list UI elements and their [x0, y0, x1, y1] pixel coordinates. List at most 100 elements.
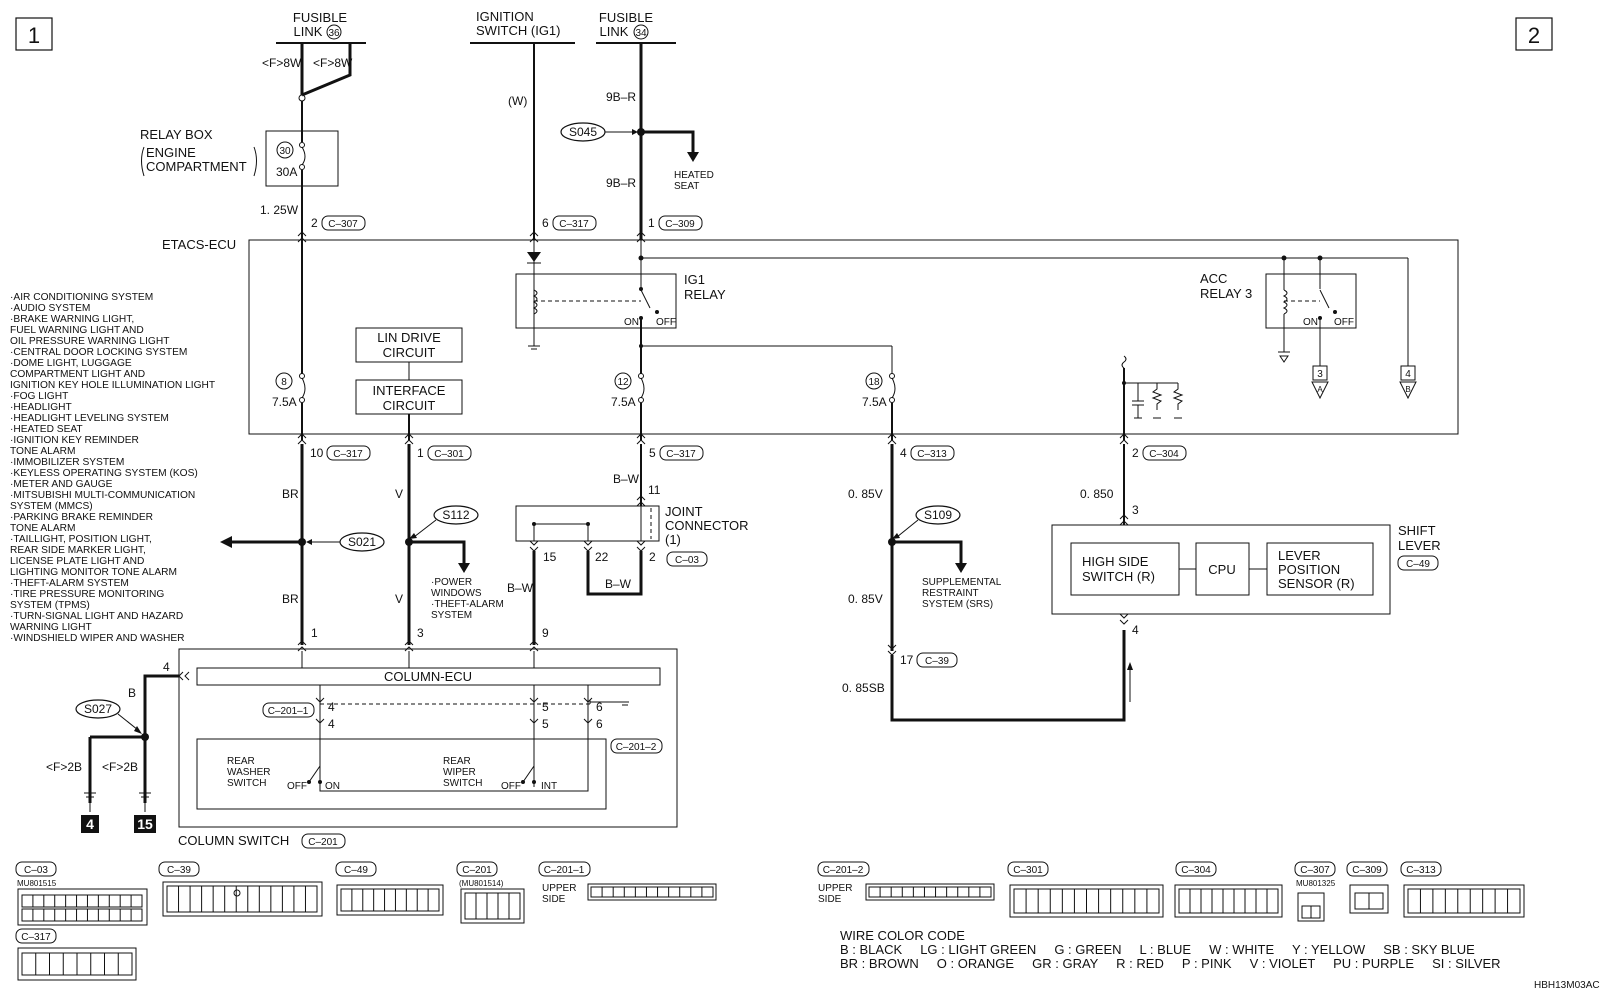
svg-text:SIDE: SIDE — [542, 894, 566, 905]
system-item: LICENSE PLATE LIGHT AND — [10, 556, 144, 567]
svg-text:1: 1 — [28, 23, 40, 48]
legend-c301: C–301 — [1007, 861, 1164, 918]
svg-text:18: 18 — [868, 377, 880, 388]
svg-text:C–317: C–317 — [559, 219, 589, 230]
svg-text:2: 2 — [1528, 23, 1540, 48]
lin-drive-circuit: LIN DRIVE CIRCUIT — [355, 327, 463, 363]
system-item: ·METER AND GAUGE — [10, 479, 113, 490]
svg-text:A: A — [1317, 385, 1323, 394]
svg-text:22: 22 — [595, 550, 609, 564]
svg-text:LINK: LINK — [294, 24, 323, 39]
connector-c201-label: C–201 — [301, 833, 346, 849]
rear-switch-assembly: REAR WASHER SWITCH OFF ON REAR WIPER SWI… — [196, 738, 607, 810]
connector-c304: C–304 — [1142, 445, 1187, 461]
svg-text:9B–R: 9B–R — [606, 176, 636, 190]
svg-text:BR: BR — [282, 487, 299, 501]
svg-text:(MU801514): (MU801514) — [459, 879, 504, 888]
relay-box: RELAY BOX ENGINE COMPARTMENT 30 30A — [140, 127, 339, 187]
svg-text:30: 30 — [279, 146, 291, 157]
connector-c39: C–39 — [916, 652, 958, 668]
connector-c03: C–03 — [666, 551, 708, 567]
connector-c317-b: C–317 — [659, 445, 704, 461]
svg-text:4: 4 — [86, 816, 94, 832]
svg-text:WIPER: WIPER — [443, 767, 476, 778]
svg-text:ON: ON — [325, 781, 340, 792]
svg-text:C–49: C–49 — [344, 865, 368, 876]
svg-text:(1): (1) — [665, 532, 681, 547]
column-ecu: COLUMN-ECU — [196, 667, 661, 686]
svg-text:S021: S021 — [348, 535, 376, 549]
svg-text:LEVER: LEVER — [1278, 548, 1321, 563]
svg-text:34: 34 — [635, 28, 647, 39]
svg-text:0. 85V: 0. 85V — [848, 592, 883, 606]
svg-text:REAR: REAR — [443, 756, 471, 767]
svg-text:<F>2B: <F>2B — [102, 760, 138, 774]
svg-text:C–307: C–307 — [1300, 865, 1330, 876]
svg-text:1: 1 — [311, 626, 318, 640]
jump-4-b: 4 B — [1399, 365, 1417, 400]
svg-text:V: V — [395, 487, 403, 501]
svg-text:0. 85SB: 0. 85SB — [842, 681, 885, 695]
svg-text:4: 4 — [900, 446, 907, 460]
svg-text:SUPPLEMENTAL: SUPPLEMENTAL — [922, 577, 1002, 588]
svg-text:ENGINE: ENGINE — [146, 145, 196, 160]
svg-text:7.5A: 7.5A — [862, 395, 887, 409]
acc-relay-3: ACC RELAY 3 ON OFF — [1200, 255, 1357, 366]
system-item: OIL PRESSURE WARNING LIGHT — [10, 336, 169, 347]
svg-text:15: 15 — [137, 816, 153, 832]
svg-text:C–301: C–301 — [1013, 865, 1043, 876]
system-item: COMPARTMENT LIGHT AND — [10, 369, 145, 380]
svg-text:WINDOWS: WINDOWS — [431, 588, 482, 599]
svg-text:5: 5 — [649, 446, 656, 460]
system-item: ·CENTRAL DOOR LOCKING SYSTEM — [10, 347, 187, 358]
svg-text:INTERFACE: INTERFACE — [373, 383, 446, 398]
svg-text:C–201–1: C–201–1 — [268, 706, 309, 717]
svg-text:C–201: C–201 — [462, 865, 492, 876]
connector-c313: C–313 — [910, 445, 955, 461]
svg-text:C–201–2: C–201–2 — [823, 865, 864, 876]
svg-text:HEATED: HEATED — [674, 170, 714, 181]
fusible-link-36: FUSIBLE LINK 36 — [276, 10, 366, 44]
svg-text:B–W: B–W — [613, 472, 640, 486]
connector-c317-top: C–317 — [552, 215, 597, 231]
svg-text:4: 4 — [163, 660, 170, 674]
system-item: ·FOG LIGHT — [10, 391, 68, 402]
svg-text:B: B — [128, 686, 136, 700]
svg-text:ON: ON — [624, 317, 639, 328]
svg-text:RELAY 3: RELAY 3 — [1200, 286, 1252, 301]
splice-s021: S021 — [306, 532, 385, 552]
svg-text:SWITCH: SWITCH — [443, 778, 482, 789]
svg-text:IGNITION: IGNITION — [476, 9, 534, 24]
system-item: ·AUDIO SYSTEM — [10, 303, 90, 314]
svg-text:SEAT: SEAT — [674, 181, 699, 192]
svg-text:ETACS-ECU: ETACS-ECU — [162, 237, 236, 252]
svg-text:4: 4 — [1405, 369, 1411, 380]
system-item: ·DOME LIGHT, LUGGAGE — [10, 358, 132, 369]
svg-text:8: 8 — [281, 377, 287, 388]
svg-text:SWITCH (IG1): SWITCH (IG1) — [476, 23, 561, 38]
svg-text:B: B — [1405, 385, 1410, 394]
svg-text:S045: S045 — [569, 125, 597, 139]
legend-c03: C–03 MU801515 — [15, 861, 148, 926]
svg-text:C–309: C–309 — [1352, 865, 1382, 876]
svg-text:15: 15 — [543, 550, 557, 564]
legend-c49: C–49 — [335, 861, 444, 916]
connector-c49: C–49 — [1397, 555, 1439, 571]
svg-text:C–309: C–309 — [665, 219, 695, 230]
svg-text:OFF: OFF — [287, 781, 307, 792]
legend-c201-1: C–201–1 UPPER SIDE — [538, 861, 717, 905]
svg-text:SENSOR (R): SENSOR (R) — [1278, 576, 1355, 591]
splice-s112: S112 — [409, 505, 479, 539]
svg-text:(W): (W) — [508, 94, 527, 108]
svg-text:C–201: C–201 — [308, 837, 338, 848]
legend-c39: C–39 — [158, 861, 323, 917]
svg-text:C–39: C–39 — [925, 656, 949, 667]
legend-c307: C–307 MU801325 — [1294, 861, 1336, 922]
fusible-link-34: FUSIBLE LINK 34 — [596, 10, 676, 44]
svg-text:<F>8W: <F>8W — [313, 56, 353, 70]
svg-text:S112: S112 — [442, 508, 469, 522]
svg-text:COLUMN-ECU: COLUMN-ECU — [384, 669, 472, 684]
svg-text:RESTRAINT: RESTRAINT — [922, 588, 979, 599]
connector-pin-grids — [32, 886, 1509, 975]
